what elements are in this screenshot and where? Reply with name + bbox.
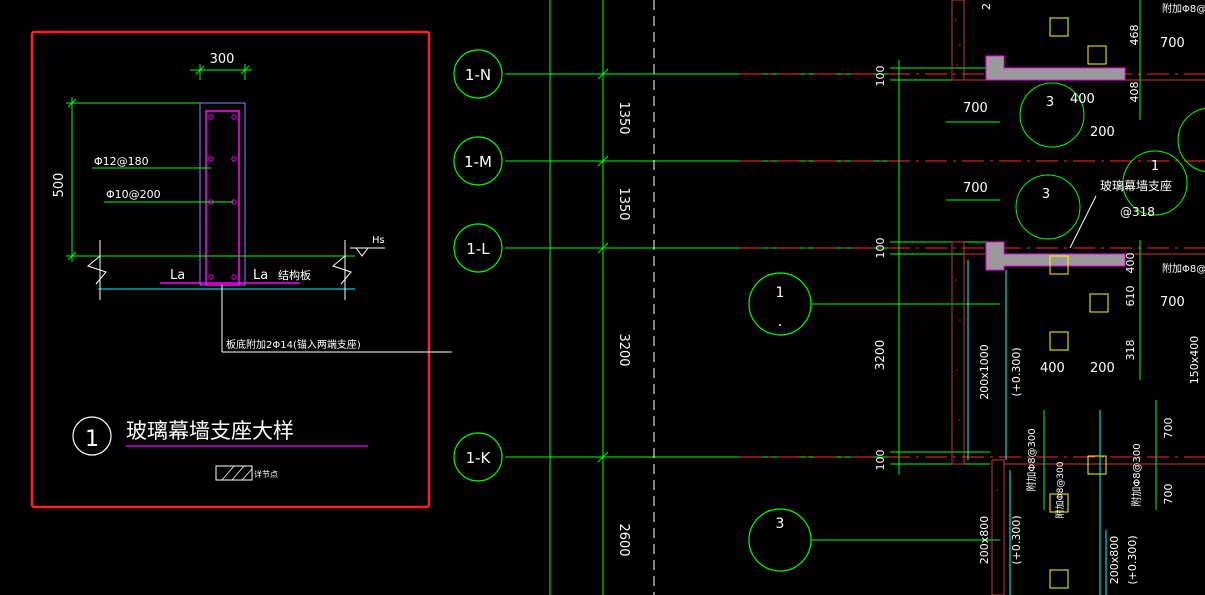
plan-dim-100-c: 100	[874, 450, 887, 471]
section-marker-1[interactable]: 1	[748, 272, 1000, 336]
dim-700-b: 700	[963, 181, 988, 196]
axis-bubble-1-m[interactable]: 1-M	[453, 136, 503, 186]
bottom-rebar-note: 板底附加2Φ14(锚入两端支座)	[226, 338, 361, 351]
plan-circle-3b	[1015, 174, 1081, 240]
add-rebar-right: 附加Φ8@	[1162, 262, 1205, 275]
rebar-main-label: Φ12@180	[94, 155, 149, 168]
structural-slab-label: 结构板	[278, 268, 311, 282]
dimension-width	[190, 64, 252, 80]
plan-dim-3200: 3200	[873, 340, 887, 371]
cyan-lines	[967, 260, 1107, 595]
svg-text:3: 3	[776, 516, 785, 532]
detail-number-circle	[72, 416, 112, 456]
section-marker-3[interactable]: 3	[748, 508, 1000, 572]
support-label: 玻璃幕墙支座	[1100, 178, 1172, 193]
dim-610: 610	[1124, 286, 1137, 307]
dim-3200: 3200	[616, 333, 631, 366]
dim-2-top: 2	[980, 3, 993, 10]
add-rebar-c: 附加Φ8@300	[1054, 461, 1066, 518]
plan-circle-partial	[1177, 107, 1205, 173]
anchor-left-label: La	[170, 268, 185, 283]
dim-700-c: 700	[1160, 36, 1185, 51]
support-spacing: @318	[1120, 205, 1155, 219]
dim-700-e: 700	[1162, 418, 1175, 439]
axis-bubble-1-l[interactable]: 1-L	[453, 223, 503, 273]
dim-700-f: 700	[1162, 484, 1175, 505]
support-leader	[1069, 195, 1097, 249]
beam-150x400: 150x400	[1188, 336, 1201, 385]
elev-plus0300-a: (+0.300)	[1010, 347, 1023, 396]
plan-circle-3a	[1019, 82, 1085, 148]
legend-label: 详节点	[254, 469, 278, 479]
plan-dim-100-b: 100	[874, 238, 887, 259]
rebar-stirrup-label: Φ10@200	[106, 188, 161, 201]
plan-area[interactable]: 100 100 100 3200	[873, 0, 1205, 595]
dim-height-label: 500	[52, 173, 67, 198]
plan-circle-3b-label: 3	[1042, 187, 1050, 202]
dim-400-b: 400	[1040, 361, 1065, 376]
add-rebar-a: 附加Φ8@300	[1025, 428, 1038, 491]
svg-text:1-N: 1-N	[465, 66, 491, 84]
dim-400-v: 400	[1124, 253, 1137, 274]
plan-dim-ticks	[890, 67, 990, 465]
structural-slab-lines	[86, 240, 452, 353]
svg-text:1-K: 1-K	[466, 449, 492, 467]
elevation-tag: Hs	[372, 235, 385, 246]
dim-200-a: 200	[1090, 125, 1115, 140]
dimension-height	[66, 97, 200, 262]
dim-318-v: 318	[1124, 340, 1137, 361]
plan-dim-100-a: 100	[874, 66, 887, 87]
dim-408: 408	[1128, 82, 1141, 103]
yellow-posts	[1049, 17, 1109, 589]
dim-200-b: 200	[1090, 361, 1115, 376]
beam-200x800-a: 200x800	[978, 516, 991, 565]
rebar-dots	[208, 114, 237, 280]
dim-2600: 2600	[616, 523, 631, 556]
svg-text:1: 1	[776, 285, 785, 301]
dim-700-d: 700	[1160, 295, 1185, 310]
dim-1350-a: 1350	[616, 101, 631, 134]
beam-200x800-b: 200x800	[1108, 536, 1121, 585]
grid-lines	[505, 0, 1205, 595]
dim-1350-b: 1350	[616, 187, 631, 220]
wall-hatch-dots	[955, 19, 1001, 541]
svg-text:1-L: 1-L	[466, 240, 490, 258]
dim-400-a: 400	[1070, 92, 1095, 107]
detail-panel[interactable]: 300 500 Φ12@180 Φ10@200	[30, 30, 452, 509]
detail-title: 玻璃幕墙支座大样	[126, 419, 294, 443]
svg-text:1-M: 1-M	[464, 153, 492, 171]
anchor-right-label: La	[253, 268, 268, 283]
rebar-leaders	[92, 167, 234, 203]
plan-dim-lines	[946, 0, 1157, 510]
dim-468: 468	[1128, 25, 1141, 46]
legend-hatch	[221, 465, 253, 481]
elev-plus0300-c: (+0.300)	[1126, 535, 1139, 584]
add-rebar-top: 附加Φ8@	[1162, 2, 1205, 15]
highlight-frame	[30, 30, 431, 509]
detail-number: 1	[85, 427, 99, 452]
axis-bubble-1-k[interactable]: 1-K	[453, 432, 503, 482]
plan-circle-1	[1122, 150, 1188, 216]
axis-bubble-1-n[interactable]: 1-N	[453, 49, 503, 99]
rebar-cage	[205, 110, 240, 286]
elev-plus0300-b: (+0.300)	[1010, 515, 1023, 564]
dim-width-label: 300	[210, 52, 235, 67]
dim-700-a: 700	[963, 101, 988, 116]
add-rebar-b: 附加Φ8@300	[1130, 443, 1143, 506]
beam-200x1000: 200x1000	[978, 344, 991, 400]
plan-circle-1-label: 1	[1151, 159, 1159, 174]
plan-circle-3a-label: 3	[1046, 95, 1054, 110]
